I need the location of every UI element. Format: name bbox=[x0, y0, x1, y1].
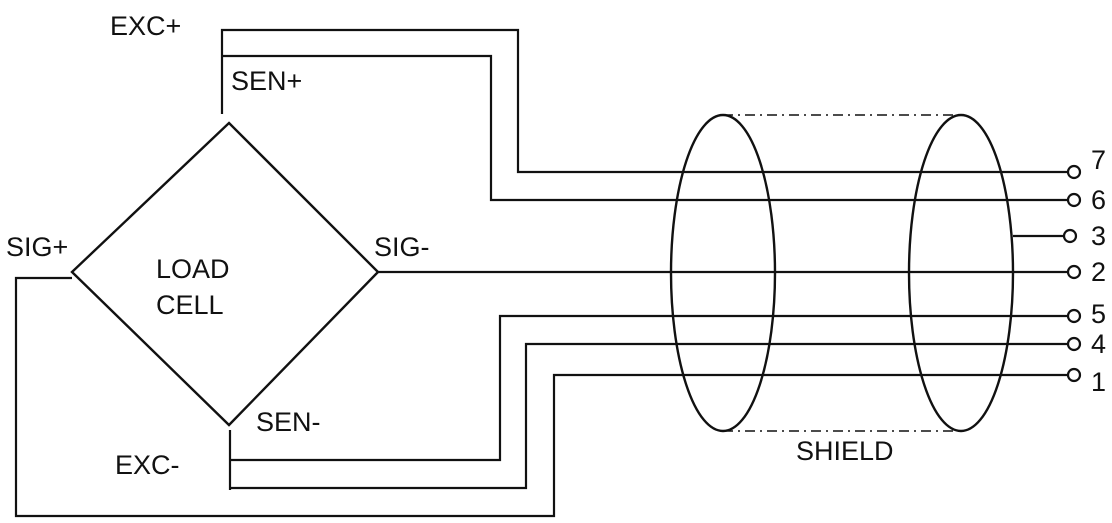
label-load: LOAD bbox=[156, 254, 230, 284]
load-cell-diamond bbox=[70, 121, 380, 427]
pin-label-2: 2 bbox=[1091, 257, 1106, 287]
terminal-pin-7 bbox=[1066, 164, 1082, 180]
wire-exc-minus-to-5 bbox=[230, 314, 1072, 462]
wire-sen-plus bbox=[222, 54, 1072, 202]
terminal-pin-3 bbox=[1062, 228, 1078, 244]
label-exc-plus: EXC+ bbox=[110, 11, 181, 41]
pin-label-5: 5 bbox=[1091, 299, 1106, 329]
pin-label-3: 3 bbox=[1091, 221, 1106, 251]
label-shield: SHIELD bbox=[796, 436, 894, 466]
terminal-pin-5 bbox=[1066, 308, 1082, 324]
pin-label-6: 6 bbox=[1091, 185, 1106, 215]
wire-exc-plus bbox=[220, 28, 1072, 174]
terminal-pin-4 bbox=[1066, 336, 1082, 352]
label-sig-plus: SIG+ bbox=[6, 232, 68, 262]
label-sig-minus: SIG- bbox=[374, 232, 430, 262]
label-exc-minus: EXC- bbox=[115, 450, 180, 480]
label-cell: CELL bbox=[156, 290, 224, 320]
pin-label-1: 1 bbox=[1091, 367, 1106, 397]
terminal-pin-2 bbox=[1066, 264, 1082, 280]
label-sen-plus: SEN+ bbox=[231, 66, 302, 96]
terminal-pin-1 bbox=[1066, 367, 1082, 383]
terminal-pin-6 bbox=[1066, 192, 1082, 208]
shield-ellipse-right bbox=[907, 113, 1015, 433]
wire-sig-plus bbox=[14, 276, 1072, 518]
wire-sen-minus-to-4 bbox=[230, 342, 1072, 490]
label-sen-minus: SEN- bbox=[256, 407, 321, 437]
pin-label-4: 4 bbox=[1091, 329, 1106, 359]
pin-label-7: 7 bbox=[1091, 145, 1106, 175]
